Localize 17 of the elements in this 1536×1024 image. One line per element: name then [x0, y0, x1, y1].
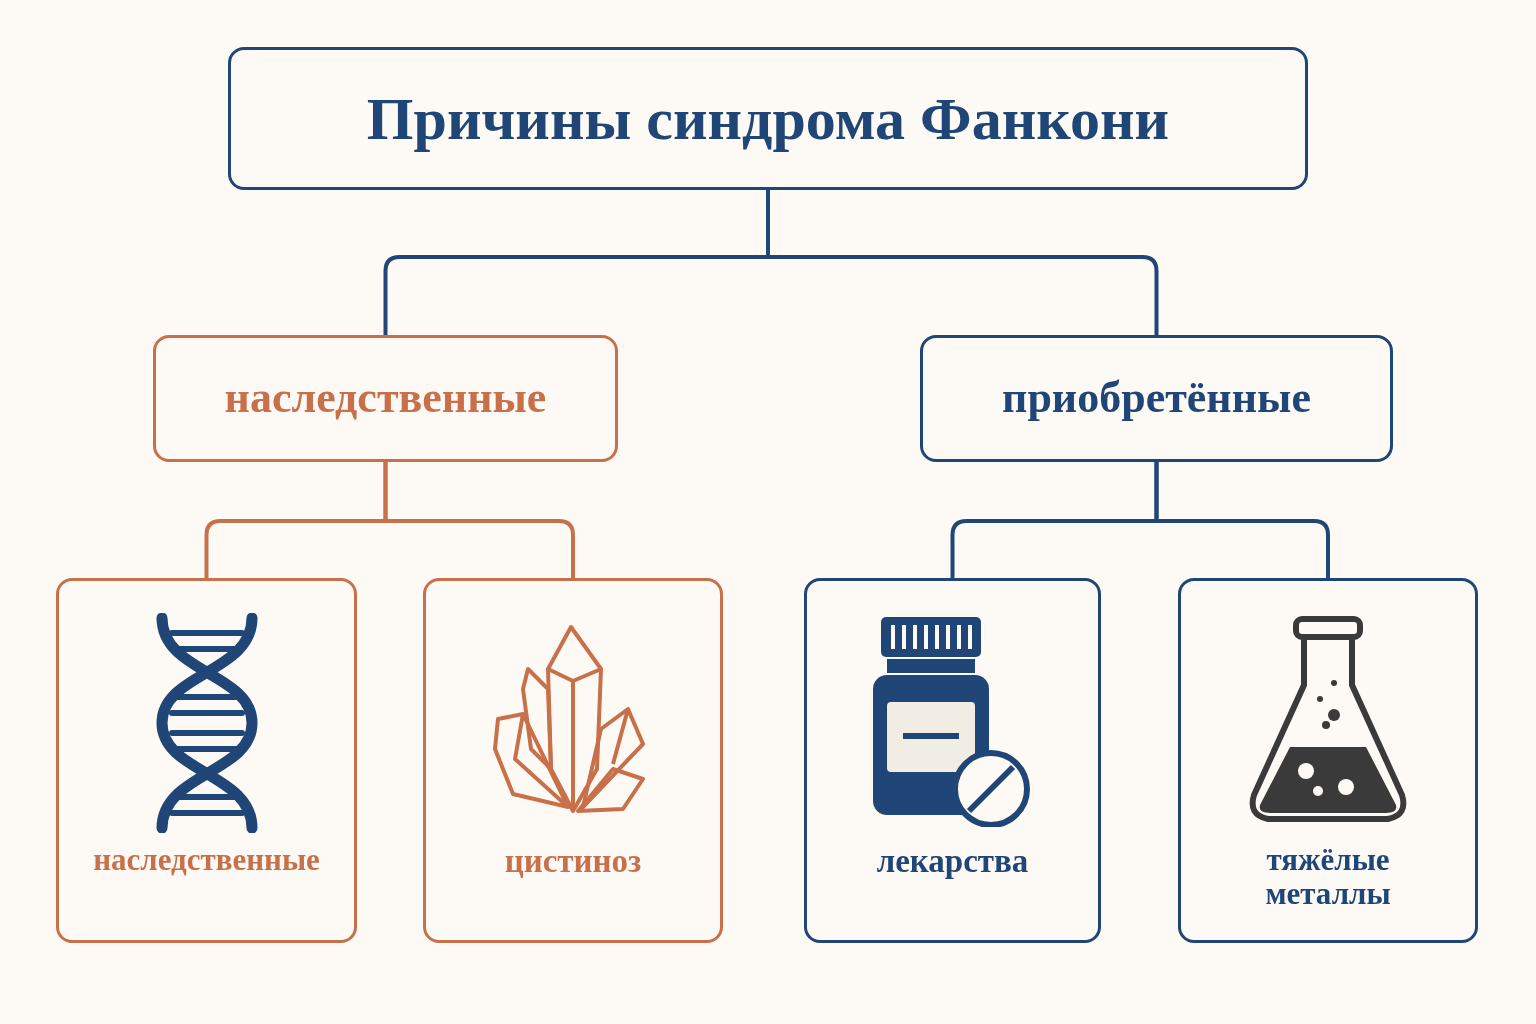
category-box	[153, 335, 618, 462]
connector-line	[766, 190, 1159, 335]
category-card	[804, 578, 1101, 943]
category-label: приобретённые	[1002, 374, 1311, 423]
connector-line	[1154, 462, 1330, 578]
connector-line	[383, 462, 575, 578]
category-card	[1178, 578, 1478, 943]
category-label: цистиноз	[504, 843, 642, 880]
category-label: наследственные	[93, 843, 320, 878]
category-card	[423, 578, 723, 943]
category-box	[920, 335, 1393, 462]
root-node-label: Причины синдрома Фанкони	[366, 85, 1170, 152]
category-card	[56, 578, 357, 943]
category-label: тяжёлые металлы	[1264, 843, 1392, 912]
category-label: лекарства	[876, 843, 1029, 880]
title-box	[228, 47, 1308, 190]
category-label: наследственные	[224, 374, 547, 423]
